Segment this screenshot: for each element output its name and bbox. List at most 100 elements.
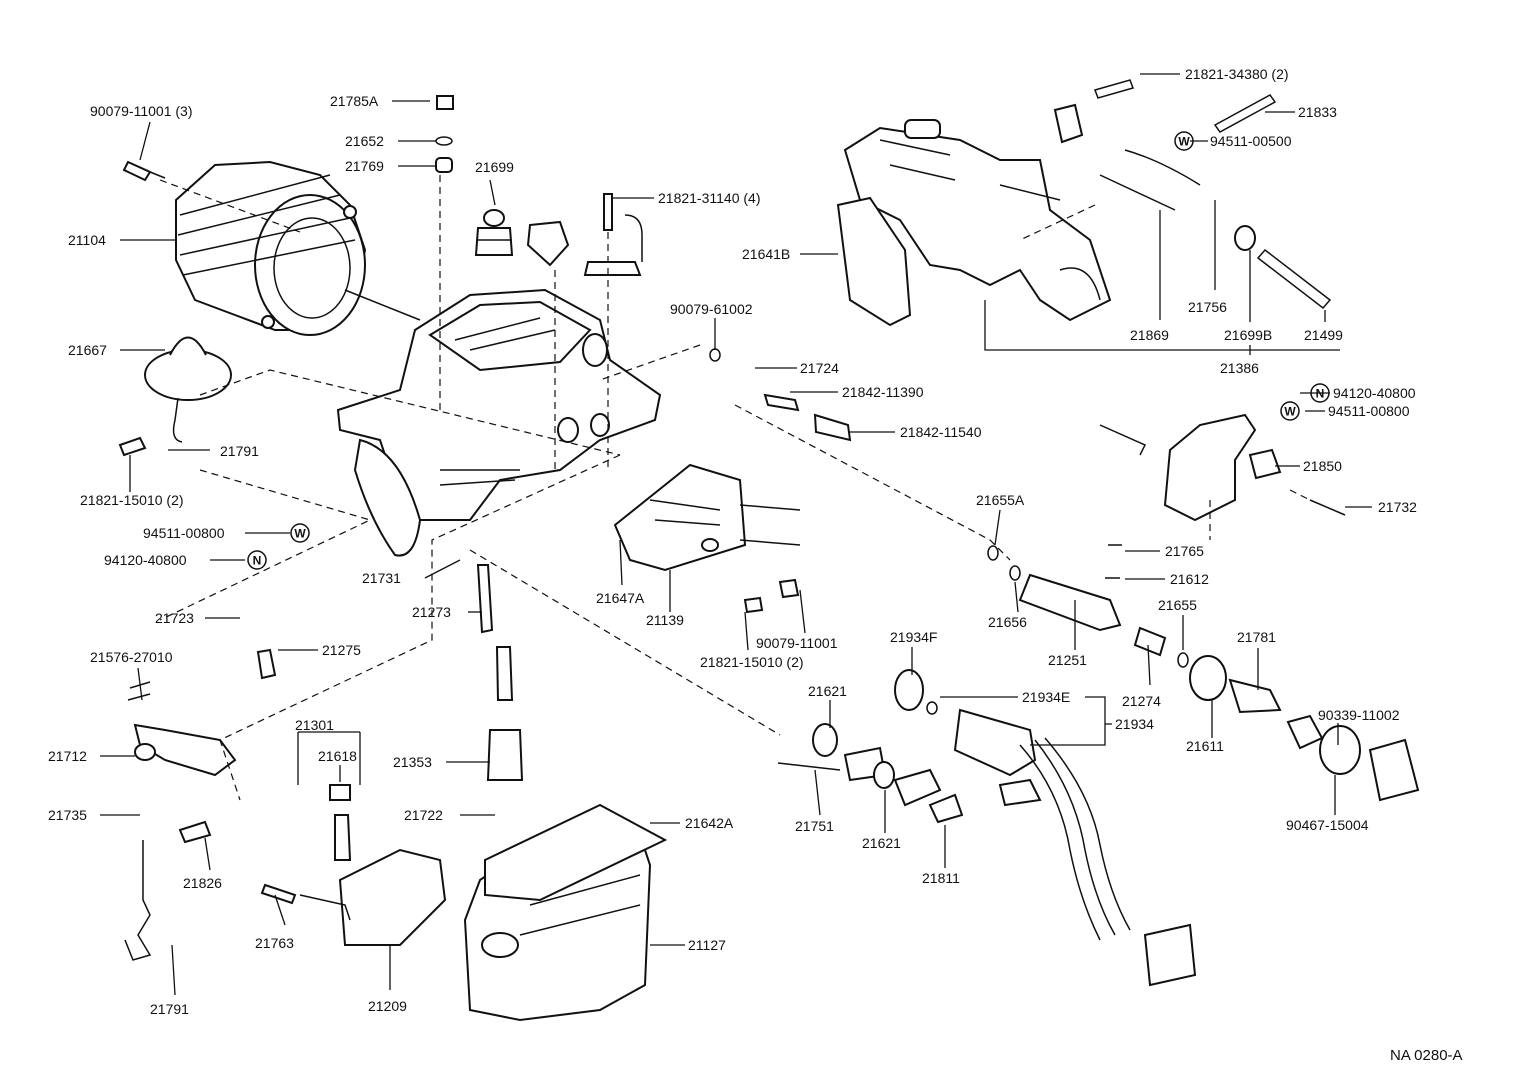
- part-callout: 21791: [220, 443, 259, 459]
- part-callout: 90467-15004: [1286, 817, 1369, 833]
- part-callout: 21621: [808, 683, 847, 699]
- part-callout: 90339-11002: [1318, 707, 1400, 723]
- part-callout: 21821-15010 (2): [700, 654, 804, 670]
- part-callout: 94120-40800: [104, 552, 187, 568]
- part-drawings: [118, 79, 1420, 1022]
- svg-text:W: W: [1178, 135, 1190, 149]
- assembly-dashed-lines: [159, 175, 1311, 801]
- part-callout: 21353: [393, 754, 432, 770]
- svg-text:W: W: [1284, 405, 1296, 419]
- center-pins: [329, 564, 524, 861]
- linkage-parts-left: [124, 648, 277, 961]
- part-callout: 21833: [1298, 104, 1337, 120]
- top-fasteners: [118, 95, 454, 457]
- part-callout: 21723: [155, 610, 194, 626]
- svg-text:W: W: [294, 527, 306, 541]
- solenoid-21209: [260, 848, 447, 946]
- part-callout: 21731: [362, 570, 401, 586]
- part-callout: 21751: [795, 818, 834, 834]
- part-callout: 21811: [922, 870, 960, 886]
- part-callout: 21785A: [330, 93, 379, 109]
- leader-lines: [100, 73, 1372, 996]
- part-callout: 94120-40800: [1333, 385, 1416, 401]
- bracket-pieces: [526, 193, 643, 276]
- part-callout: 90079-11001: [756, 635, 838, 651]
- washer-symbol-w: W: [290, 523, 310, 543]
- part-callout: 21765: [1165, 543, 1204, 559]
- part-callout: 94511-00800: [1328, 403, 1410, 419]
- part-callout: 21386: [1220, 360, 1259, 376]
- throttle-assembly-21869: [836, 119, 1112, 327]
- part-callout: 21647A: [596, 590, 645, 606]
- part-callout: 21781: [1237, 629, 1276, 645]
- motor-housing-21104: [175, 160, 421, 336]
- drawing-code: NA 0280-A: [1390, 1047, 1463, 1064]
- part-callout: 90079-11001 (3): [90, 103, 192, 119]
- part-callout: 94511-00500: [1210, 133, 1292, 149]
- washer-symbol-w: W: [1280, 401, 1300, 421]
- part-callout: 21821-34380 (2): [1185, 66, 1289, 82]
- part-callout: 21763: [255, 935, 294, 951]
- part-callout: 21139: [646, 612, 684, 628]
- part-callout: 21712: [48, 748, 87, 764]
- part-callouts: 90079-11001 (3) 21785A 21652 21769 21699…: [48, 66, 1417, 1017]
- nut-symbol-n: N: [1310, 383, 1330, 403]
- cap-21699: [474, 209, 514, 256]
- part-callout: 21656: [988, 614, 1027, 630]
- part-callout: 21655: [1158, 597, 1197, 613]
- part-callout: 21104: [68, 232, 106, 248]
- part-callout: 21850: [1303, 458, 1342, 474]
- part-callout: 21641B: [742, 246, 790, 262]
- part-callout: 21842-11390: [842, 384, 924, 400]
- part-callout: 21618: [318, 748, 357, 764]
- part-callout: 21274: [1122, 693, 1161, 709]
- part-callout: 21652: [345, 133, 384, 149]
- part-callout: 21699: [475, 159, 514, 175]
- part-callout: 21826: [183, 875, 222, 891]
- main-body: [336, 288, 662, 557]
- part-callout: 21722: [404, 807, 443, 823]
- part-callout: 21769: [345, 158, 384, 174]
- part-callout: 21621: [862, 835, 901, 851]
- part-callout: 94511-00800: [143, 525, 225, 541]
- bracket-21139: [613, 463, 801, 572]
- part-callout: 21934F: [890, 629, 937, 645]
- part-callout: 21611: [1186, 738, 1224, 754]
- svg-text:N: N: [253, 554, 262, 568]
- part-callout: 21934E: [1022, 689, 1070, 705]
- diaphragm-21667: [144, 336, 232, 443]
- part-callout: 21273: [412, 604, 451, 620]
- part-callout: 21127: [688, 937, 726, 953]
- part-callout: 21699B: [1224, 327, 1272, 343]
- part-callout: 21724: [800, 360, 839, 376]
- part-callout: 21612: [1170, 571, 1209, 587]
- part-callout: 21732: [1378, 499, 1417, 515]
- right-lower-parts: [709, 348, 1420, 824]
- part-callout: 21821-31140 (4): [658, 190, 760, 206]
- float-bowl-21127: [463, 803, 668, 1022]
- washer-symbol-w: W: [1174, 131, 1194, 151]
- part-callout: 21209: [368, 998, 407, 1014]
- part-callout: 21251: [1048, 652, 1087, 668]
- part-callout: 21301: [295, 717, 334, 733]
- sensor-and-harness-21934: [953, 708, 1197, 987]
- part-callout: 21791: [150, 1001, 189, 1017]
- symbol-markers: W N W N W: [247, 131, 1330, 570]
- part-callout: 21869: [1130, 327, 1169, 343]
- part-callout: 21821-15010 (2): [80, 492, 184, 508]
- part-callout: 21642A: [685, 815, 734, 831]
- part-callout: 21934: [1115, 716, 1154, 732]
- springs-and-rods-top-right: [1053, 79, 1332, 310]
- part-callout: 21842-11540: [900, 424, 982, 440]
- nut-symbol-n: N: [247, 550, 267, 570]
- lever-assembly: [1099, 413, 1346, 522]
- part-callout: 21735: [48, 807, 87, 823]
- part-callout: 21576-27010: [90, 649, 173, 665]
- svg-text:N: N: [1316, 387, 1325, 401]
- part-callout: 21275: [322, 642, 361, 658]
- part-callout: 21667: [68, 342, 107, 358]
- part-callout: 21756: [1188, 299, 1227, 315]
- part-callout: 21655A: [976, 492, 1025, 508]
